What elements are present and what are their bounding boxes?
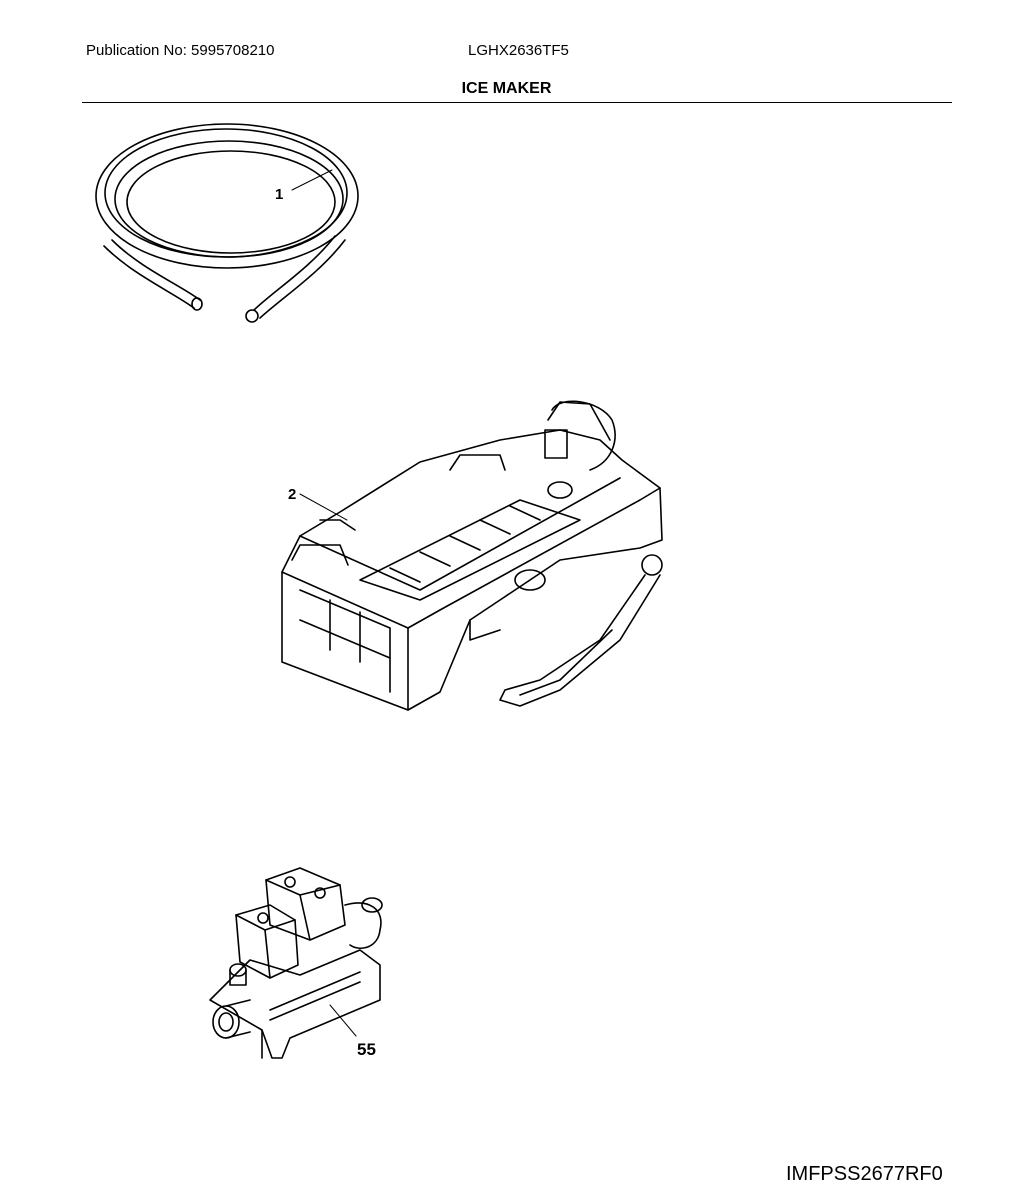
publication-number: Publication No: 5995708210 bbox=[86, 42, 275, 59]
model-number: LGHX2636TF5 bbox=[468, 42, 569, 59]
illustration-code: IMFPSS2677RF0 bbox=[786, 1163, 943, 1185]
ice-maker-assembly-icon bbox=[281, 400, 663, 711]
callout-leader-2 bbox=[299, 493, 348, 521]
callout-label-2: 2 bbox=[288, 486, 297, 503]
callout-leader-55 bbox=[329, 1004, 357, 1037]
page-title: ICE MAKER bbox=[461, 80, 552, 97]
header-divider bbox=[82, 102, 952, 103]
tubing-coil-icon bbox=[95, 123, 359, 323]
callout-label-1: 1 bbox=[275, 186, 284, 203]
callout-leader-1 bbox=[291, 169, 333, 191]
callout-label-55: 55 bbox=[357, 1040, 376, 1059]
water-valve-icon bbox=[209, 867, 383, 1059]
